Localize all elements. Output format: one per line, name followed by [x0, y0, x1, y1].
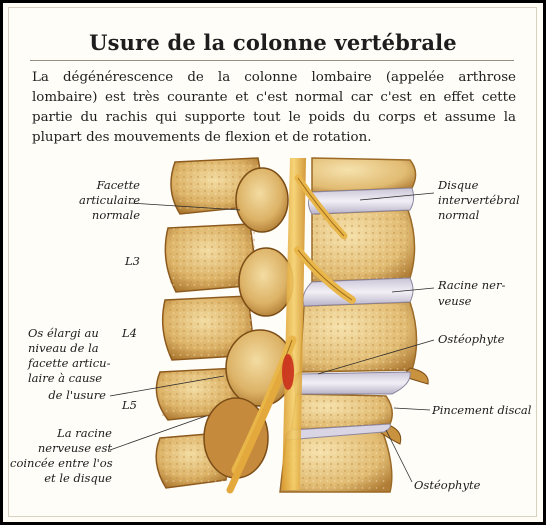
label-facette-line2: articulaire	[58, 193, 140, 208]
inflamed-root-marker	[282, 354, 294, 390]
label-os-line1: Os élargi au	[28, 326, 99, 341]
label-facette-line1: Facette	[58, 178, 140, 193]
label-facette-line3: normale	[58, 208, 140, 223]
label-l5: L5	[122, 398, 137, 413]
label-racine-line2: veuse	[438, 294, 471, 309]
label-osteophyte-bottom: Ostéophyte	[414, 478, 480, 493]
label-racine-coincee-line1: La racine	[20, 426, 112, 441]
label-pincement-discal: Pincement discal	[432, 403, 531, 418]
label-l3: L3	[125, 254, 140, 269]
label-os-line4: laire à cause	[28, 371, 102, 386]
label-disque-line1: Disque	[438, 178, 478, 193]
label-disque-line3: normal	[438, 208, 479, 223]
label-disque-line2: intervertébral	[438, 193, 520, 208]
label-os-line3: facette articu-	[28, 356, 110, 371]
label-osteophyte-top: Ostéophyte	[438, 332, 504, 347]
label-racine-coincee-line3: coincée entre l'os	[10, 456, 112, 471]
label-racine-line1: Racine ner-	[438, 278, 505, 293]
label-racine-coincee-line2: nerveuse est	[20, 441, 112, 456]
label-os-line5: de l'usure	[20, 388, 106, 403]
label-l4: L4	[122, 326, 137, 341]
label-racine-coincee-line4: et le disque	[20, 471, 112, 486]
label-os-line2: niveau de la	[28, 341, 99, 356]
